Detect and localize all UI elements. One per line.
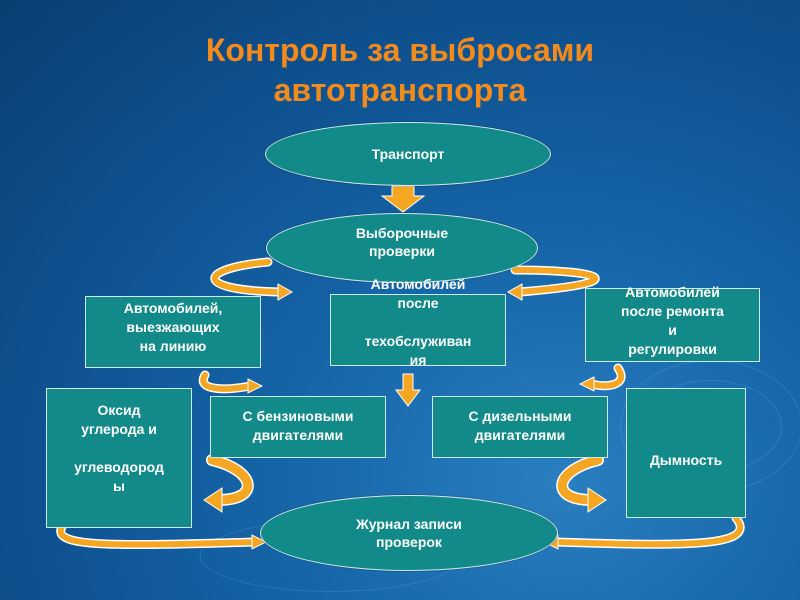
node-cars-leaving-label: Автомобилей, выезжающих на линию — [123, 300, 223, 354]
node-cars-after-repair: Автомобилей после ремонта и регулировки — [585, 284, 760, 362]
node-smoke: Дымность — [626, 388, 746, 518]
curved-arrow-right-icon — [506, 265, 600, 301]
node-cars-after-service: Автомобилей после техобслуживан ия — [330, 276, 506, 368]
down-arrow-small-icon — [395, 373, 421, 407]
node-diesel-engines-label: С дизельными двигателями — [468, 408, 572, 443]
node-co-hc-label: Оксид углерода и углеводород ы — [74, 402, 164, 494]
curved-arrow-diesel-icon — [556, 454, 607, 513]
curved-arrow-left-icon — [210, 257, 294, 301]
node-sample-checks-label: Выборочные проверки — [355, 225, 449, 259]
curved-arrow-small-right-icon — [578, 363, 626, 392]
node-cars-after-repair-label: Автомобилей после ремонта и регулировки — [621, 284, 724, 357]
node-gasoline-engines-label: С бензиновыми двигателями — [242, 408, 354, 443]
node-log: Журнал записи проверок — [260, 495, 558, 571]
node-co-hc: Оксид углерода и углеводород ы — [46, 388, 192, 528]
node-sample-checks: Выборочные проверки — [266, 213, 538, 283]
node-transport: Транспорт — [265, 122, 551, 186]
curved-arrow-gasoline-icon — [203, 454, 254, 513]
node-log-label: Журнал записи проверок — [356, 516, 462, 550]
slide-title: Контроль за выбросами автотранспорта — [205, 32, 595, 108]
curved-arrow-bottom-left-icon — [56, 522, 268, 550]
node-cars-after-service-label: Автомобилей после техобслуживан ия — [364, 276, 472, 368]
node-cars-leaving: Автомобилей, выезжающих на линию — [85, 296, 261, 368]
node-gasoline-engines: С бензиновыми двигателями — [210, 396, 386, 458]
down-arrow-icon — [380, 185, 426, 213]
curved-arrow-bottom-right-icon — [542, 513, 745, 550]
curved-arrow-small-left-icon — [198, 370, 264, 394]
node-transport-label: Транспорт — [371, 146, 445, 162]
node-diesel-engines: С дизельными двигателями — [432, 396, 608, 458]
node-smoke-label: Дымность — [649, 452, 723, 468]
